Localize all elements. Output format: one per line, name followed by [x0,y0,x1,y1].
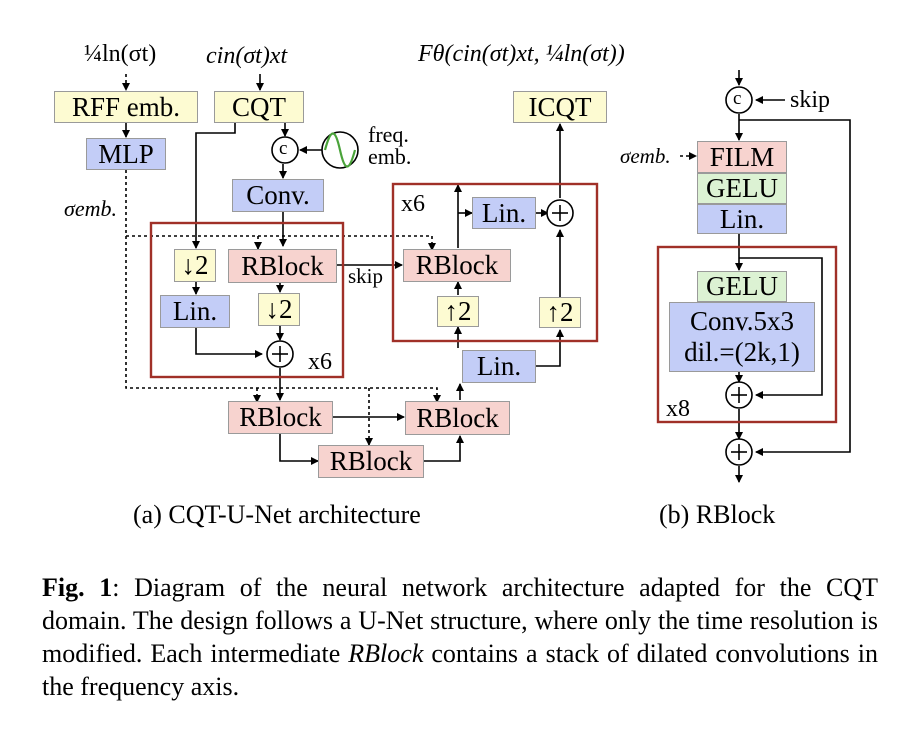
upsample-block-right: ↑2 [539,297,581,328]
mlp-block: MLP [86,138,166,170]
downsample-block-left: ↓2 [174,249,216,282]
rblock-bottom-left: RBlock [228,401,333,434]
figure-label: Fig. 1 [42,573,113,602]
subcaption-a: (a) CQT-U-Net architecture [133,500,421,529]
rff-emb-block: RFF emb. [54,91,198,123]
film-block: FILM [697,141,787,173]
upsample-block-left: ↑2 [437,296,479,327]
caption-text-2: contains a stack of dilated convolutions… [42,639,878,701]
caption-emph: RBlock [348,639,424,668]
gelu-block-top: GELU [697,173,787,204]
rblock-skip-label: skip [790,87,831,113]
concat-symbol: c [279,138,288,159]
conv-block: Conv. [232,179,324,212]
gelu-block-inner: GELU [697,271,787,302]
rblock-encoder: RBlock [228,249,337,283]
cqt-block: CQT [214,91,304,123]
lin-block-bottom: Lin. [462,350,536,383]
caption-text-1: : Diagram of the neural network architec… [42,573,878,668]
conv-dilated-line1: Conv.5x3 [689,306,794,336]
noise-level-label: ¼ln(σt) [84,41,157,67]
freq-emb-label: freq. emb. [368,122,412,169]
repeat-x6-encoder: x6 [308,349,332,375]
lin-block-encoder: Lin. [160,295,230,328]
rblock-bottleneck: RBlock [318,445,424,478]
icqt-block: ICQT [513,91,607,123]
skip-label: skip [348,264,384,288]
lin-block-rblock: Lin. [697,204,787,234]
rblock-sigma-emb-label: σemb. [620,144,671,168]
rblock-concat-symbol: c [733,88,742,109]
conv-dilated-block: Conv.5x3 dil.=(2k,1) [669,302,815,372]
lin-block-decoder-top: Lin. [472,197,536,229]
conv-dilated-line2: dil.=(2k,1) [684,337,800,367]
output-label: Fθ(cin(σt)xt, ¼ln(σt)) [418,41,625,67]
figure-caption: Fig. 1: Diagram of the neural network ar… [42,571,878,703]
sigma-emb-label: σemb. [64,196,118,221]
repeat-x8: x8 [666,396,690,422]
rblock-bottom-right: RBlock [405,401,510,435]
downsample-block-right: ↓2 [258,293,300,326]
signal-input-label: cin(σt)xt [206,43,288,69]
subcaption-b: (b) RBlock [659,500,776,529]
repeat-x6-decoder: x6 [401,191,425,217]
rblock-decoder: RBlock [403,249,511,282]
